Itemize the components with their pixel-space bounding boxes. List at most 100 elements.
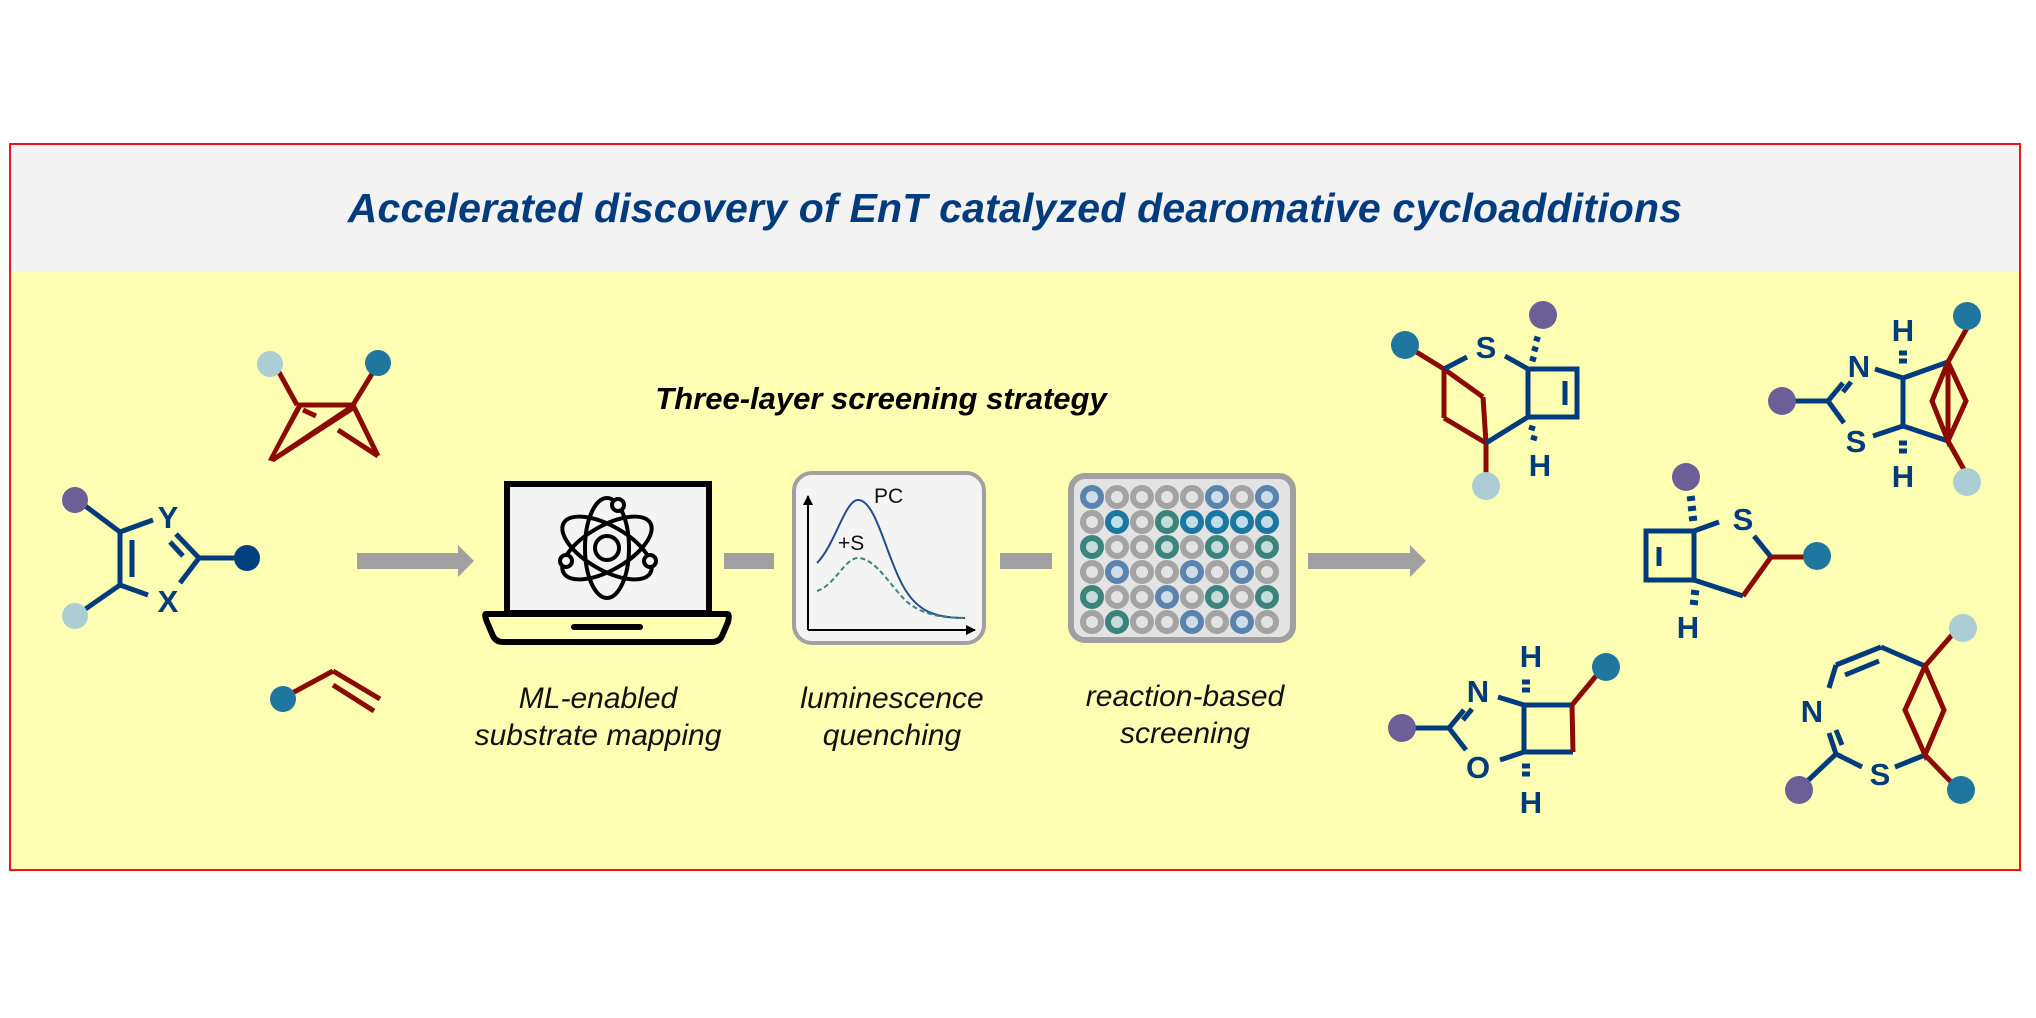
well [1230,560,1254,584]
well [1130,510,1154,534]
alkene-reactant [270,668,382,714]
well [1130,485,1154,509]
atom-label-n: N [1801,694,1823,729]
bond [1835,644,1882,668]
bond [168,540,185,558]
curve-label-s: +S [838,532,864,555]
diagram-frame: Accelerated discovery of EnT catalyzed d… [9,143,2021,871]
well [1105,585,1129,609]
step-label: reaction-based [1086,680,1286,713]
product-thiabicycloheptene: S H [1643,463,1831,645]
laptop-screen [504,481,712,616]
step-label: substrate mapping [475,719,722,752]
bond [1442,354,1469,372]
step-label: screening [1120,717,1250,750]
well [1080,585,1104,609]
atom-label-n: N [1467,674,1489,709]
atom-label-h: H [1892,459,1914,494]
well [1180,535,1204,559]
bond [1447,708,1466,730]
bond [174,532,201,560]
hash-bond [1686,495,1696,502]
well [1180,585,1204,609]
cyclobutene-ring [1525,366,1580,420]
well [1105,560,1129,584]
well [1130,560,1154,584]
bond [1693,577,1744,599]
hash-bond [1690,589,1700,596]
bond [1503,353,1530,372]
substituent-teal [270,686,296,712]
well [1255,560,1279,584]
atom-label-n: N [1848,349,1870,384]
well [1080,510,1104,534]
cyclobutene-ring [1643,528,1697,583]
atom-label-h: H [1677,610,1699,645]
atom-label-y: Y [158,500,179,535]
substituent-teal [1947,776,1975,804]
connector-bar [1000,553,1052,569]
substituent-teal [365,350,391,376]
atom-label-h: H [1520,639,1542,674]
well-plate-icon [1068,473,1296,643]
heteroarene-reactant: Y X [62,487,260,629]
bond [1569,704,1576,753]
bond [1497,694,1525,708]
well [1080,610,1104,634]
hash-bond [1688,515,1698,522]
bond [1833,729,1845,746]
bond [331,668,382,702]
wedge-bond [268,403,356,462]
bond [1461,707,1474,722]
bond [1480,396,1489,444]
product-thia-bicycle-cyclobutene: S H [1391,301,1580,500]
bond [1499,749,1525,763]
bond [1442,366,1485,400]
bond [1844,658,1880,678]
bond [1902,423,1949,444]
substituent-teal [1803,542,1831,570]
product-thiazoline-bicyclohexane: N S H H [1768,302,1981,496]
atom-icon [558,496,658,600]
substituent-lightblue [1953,468,1981,496]
bond [1693,519,1720,534]
step-label: quenching [823,719,962,752]
bond [1902,359,1949,381]
product-thiazepine-bicyclohexane: N S [1785,614,1977,804]
substituent-teal [1953,302,1981,330]
bond [1752,534,1773,559]
bond [178,556,201,585]
well [1255,485,1279,509]
connector-bar [724,553,774,569]
well [1155,485,1179,509]
well [1180,560,1204,584]
arrow-right-icon [1308,545,1426,577]
step-label: ML-enabled [519,682,679,715]
atom-label-o: O [1466,750,1490,785]
well [1155,585,1179,609]
well [1255,610,1279,634]
substituent-lightblue [62,603,88,629]
well [1230,585,1254,609]
hash-bond [1528,424,1536,432]
bond [1447,726,1468,752]
well [1155,610,1179,634]
atom-label-x: X [158,584,179,619]
substituent-lightblue [257,351,283,377]
hash-bond [1530,434,1538,442]
bond [1825,399,1847,425]
well [1180,485,1204,509]
bond [1826,732,1839,755]
well [1205,610,1229,634]
well [1205,560,1229,584]
well [1255,585,1279,609]
well [1080,485,1104,509]
well [1205,510,1229,534]
bond [1442,415,1488,446]
well [1230,610,1254,634]
substituent-purple [1768,387,1796,415]
bond [1740,555,1774,598]
well [1230,510,1254,534]
spectrum-box [792,471,986,645]
well [1130,535,1154,559]
